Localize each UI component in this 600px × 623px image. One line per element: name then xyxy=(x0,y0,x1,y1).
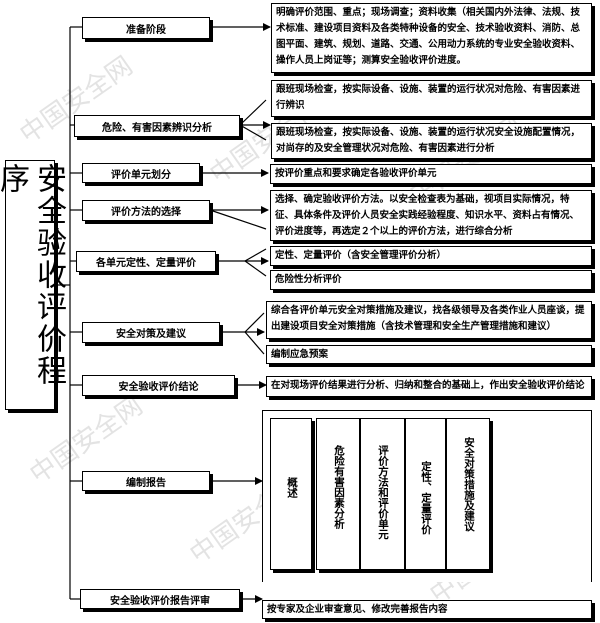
detail-assess-qualitative: 定性、定量评价（含安全管理评价分析） xyxy=(270,246,592,266)
stage-report: 编制报告 xyxy=(82,471,210,491)
page-title: 安全验收评价程序 xyxy=(0,160,66,410)
detail-emergency-plan: 编制应急预案 xyxy=(266,345,592,364)
stage-unit: 评价单元划分 xyxy=(82,163,200,183)
report-col-measures-text: 安全对策措施及建议 xyxy=(463,437,475,532)
report-col-method: 评价方法和评价单元 xyxy=(360,418,405,570)
report-overview-text: 概述 xyxy=(286,477,298,498)
report-col-method-text: 评价方法和评价单元 xyxy=(377,445,389,540)
detail-assess-risk-text: 危险性分析评价 xyxy=(275,274,342,285)
detail-hazard-identify-text: 跟班现场检查，按实际设备、设施、装置的运行状况对危险、有害因素进行辨识 xyxy=(276,84,581,111)
detail-hazard-identify: 跟班现场检查，按实际设备、设施、装置的运行状况对危险、有害因素进行辨识 xyxy=(271,80,592,117)
report-col-assess: 定性、定量评价 xyxy=(405,418,446,570)
stage-method-label: 评价方法的选择 xyxy=(111,207,181,218)
report-col-hazard-text: 危险有害因素分析 xyxy=(333,445,345,529)
detail-assess-qualitative-text: 定性、定量评价（含安全管理评价分析） xyxy=(275,250,447,261)
report-col-assess-text: 定性、定量评价 xyxy=(420,461,432,535)
stage-assess-label: 各单元定性、定量评价 xyxy=(96,258,196,269)
detail-emergency-plan-text: 编制应急预案 xyxy=(271,349,329,360)
stage-prep-label: 准备阶段 xyxy=(126,24,166,36)
detail-unit-text: 按评价重点和要求确定各验收评价单元 xyxy=(275,168,437,179)
stage-assess: 各单元定性、定量评价 xyxy=(76,251,216,272)
stage-hazard-label: 危险、有害因素辨识分析 xyxy=(102,122,212,134)
stage-prep: 准备阶段 xyxy=(82,17,210,39)
detail-prep-text: 明确评价范围、重点；现场调查；资料收集（相关国内外法律、法规、技术标准、建设项目… xyxy=(276,7,581,66)
detail-conclusion-text: 在对现场评价结果进行分析、归纳和整合的基础上，作出安全验收评价结论 xyxy=(271,380,585,391)
stage-review: 安全验收评价报告评审 xyxy=(80,589,240,609)
stage-method: 评价方法的选择 xyxy=(82,200,210,221)
detail-conclusion: 在对现场评价结果进行分析、归纳和整合的基础上，作出安全验收评价结论 xyxy=(266,376,592,397)
detail-measures-text: 综合各评价单元安全对策措施及建议，找各级领导及各类作业人员座谈，提出建设项目安全… xyxy=(271,305,585,332)
stage-conclusion-label: 安全验收评价结论 xyxy=(118,382,199,393)
detail-review: 按专家及企业审查意见、修改完善报告内容 xyxy=(262,600,592,619)
stage-measures: 安全对策及建议 xyxy=(82,322,220,343)
detail-hazard-analyze: 跟班现场检查，按实际设备、设施、装置的运行状况安全设施配置情况，对尚存的及安全管… xyxy=(271,123,592,159)
detail-review-text: 按专家及企业审查意见、修改完善报告内容 xyxy=(267,604,448,615)
page-title-text: 安全验收评价程序 xyxy=(0,163,66,387)
report-col-measures: 安全对策措施及建议 xyxy=(446,418,490,570)
detail-unit: 按评价重点和要求确定各验收评价单元 xyxy=(270,164,592,184)
stage-review-label: 安全验收评价报告评审 xyxy=(110,595,210,607)
report-col-hazard: 危险有害因素分析 xyxy=(316,418,360,570)
stage-conclusion: 安全验收评价结论 xyxy=(82,375,235,396)
detail-method: 选择、确定验收评价方法。以安全检查表为基础，视项目实际情况，特征、具体条件及评价… xyxy=(270,190,592,241)
detail-prep: 明确评价范围、重点；现场调查；资料收集（相关国内外法律、法规、技术标准、建设项目… xyxy=(271,3,592,73)
stage-unit-label: 评价单元划分 xyxy=(111,169,171,181)
detail-assess-risk: 危险性分析评价 xyxy=(270,270,592,290)
stage-report-label: 编制报告 xyxy=(126,477,166,489)
stage-hazard: 危险、有害因素辨识分析 xyxy=(74,115,240,137)
detail-measures: 综合各评价单元安全对策措施及建议，找各级领导及各类作业人员座谈，提出建设项目安全… xyxy=(266,301,592,339)
detail-method-text: 选择、确定验收评价方法。以安全检查表为基础，视项目实际情况，特征、具体条件及评价… xyxy=(275,194,580,237)
detail-hazard-analyze-text: 跟班现场检查，按实际设备、设施、装置的运行状况安全设施配置情况，对尚存的及安全管… xyxy=(276,127,581,154)
stage-measures-label: 安全对策及建议 xyxy=(116,329,186,340)
report-overview-box: 概述 xyxy=(270,418,312,570)
